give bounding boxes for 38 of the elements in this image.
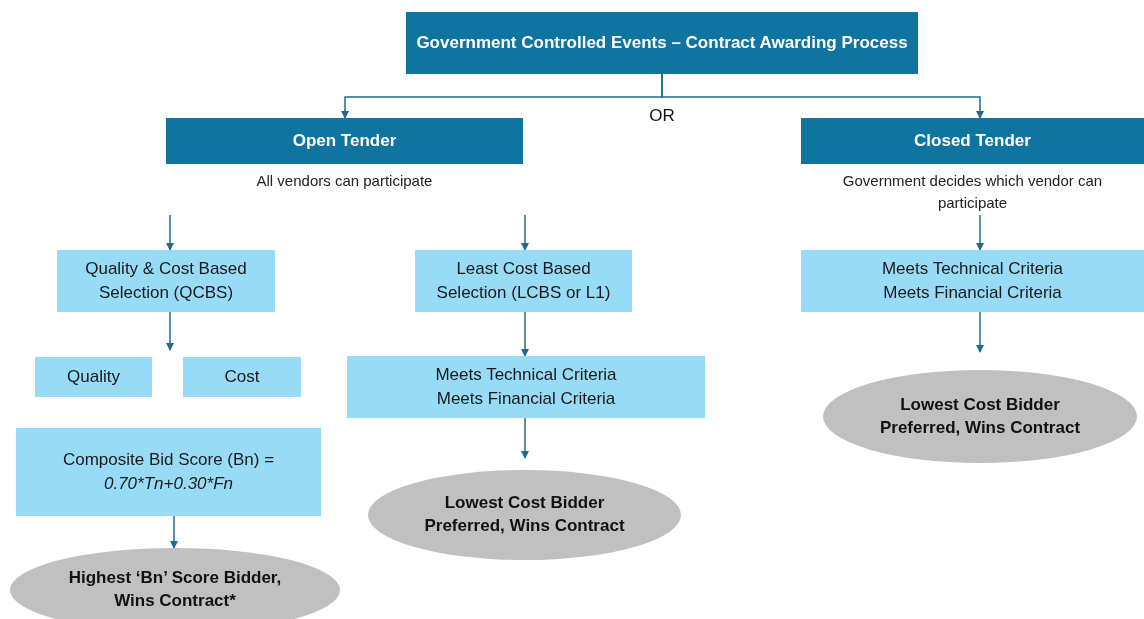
node-text: Meets Technical Criteria	[435, 364, 617, 387]
arrow	[170, 515, 178, 549]
process-box	[57, 250, 275, 312]
node-text: Lowest Cost Bidder Preferred, Wins Contract	[424, 492, 625, 537]
process-box	[801, 118, 1144, 164]
process-box	[35, 357, 152, 397]
node-caption: Government decides which vendor can participate	[841, 171, 1104, 213]
node-text: Government Controlled Events – Contract Awarding Process	[416, 32, 908, 55]
arrow	[521, 417, 529, 459]
node-text: Meets Financial Criteria	[436, 388, 616, 410]
arrow	[976, 311, 984, 353]
arrow	[521, 311, 529, 357]
node-text: Quality	[67, 366, 120, 389]
arrow	[976, 214, 984, 251]
node-caption: All vendors can participate	[255, 171, 434, 191]
node-text: Quality & Cost Based Selection (QCBS)	[84, 258, 248, 304]
or-label: OR	[648, 105, 676, 127]
node-text: Lowest Cost Bidder Preferred, Wins Contract	[879, 393, 1081, 439]
process-box	[801, 250, 1144, 312]
arrow	[661, 73, 984, 119]
arrow	[166, 214, 174, 251]
node-text: Closed Tender	[914, 130, 1031, 153]
node-text: Open Tender	[292, 130, 397, 153]
arrow	[166, 311, 174, 351]
process-box	[415, 250, 632, 312]
node-text: Least Cost Based Selection (LCBS or L1)	[435, 258, 612, 304]
node-text: Composite Bid Score (Bn) =	[62, 449, 275, 472]
node-text: Meets Technical Criteria	[881, 258, 1064, 281]
process-box	[166, 118, 523, 164]
process-box	[16, 428, 321, 516]
arrow	[521, 214, 529, 251]
node-text: Cost	[224, 366, 260, 389]
process-box	[183, 357, 301, 397]
title-box	[406, 12, 918, 74]
process-box	[347, 356, 705, 418]
node-text: Meets Financial Criteria	[883, 282, 1062, 304]
node-text: 0.70*Tn+0.30*Fn	[104, 473, 233, 495]
node-text: Highest ‘Bn’ Score Bidder, Wins Contract*	[67, 567, 283, 612]
